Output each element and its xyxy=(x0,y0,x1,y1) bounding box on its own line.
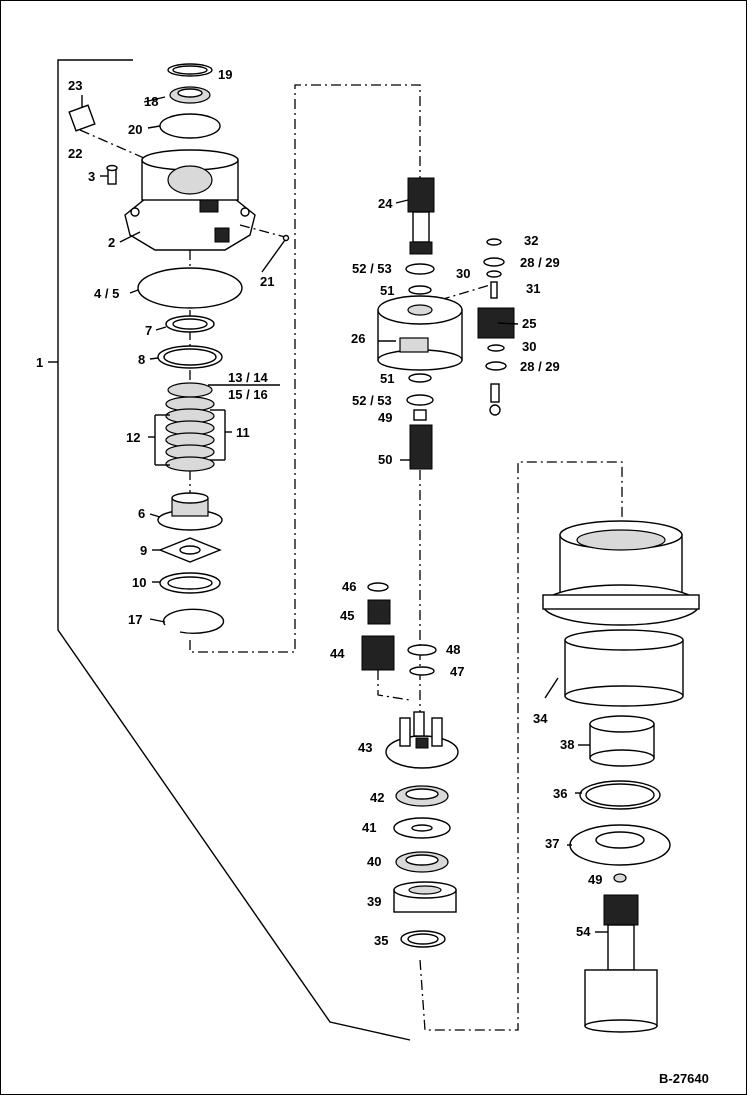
callout-21: 21 xyxy=(260,274,274,289)
ring-35 xyxy=(400,930,446,948)
plate-22 xyxy=(68,95,96,132)
ring-52-53b xyxy=(406,394,434,406)
washer-49a xyxy=(413,409,427,421)
callout-9: 9 xyxy=(140,543,147,558)
leader-lines xyxy=(100,96,608,933)
callout-32: 32 xyxy=(524,233,538,248)
plate-37 xyxy=(569,824,671,866)
callout-45: 45 xyxy=(340,608,354,623)
shaft-24 xyxy=(407,177,435,255)
drawing-number: B-27640 xyxy=(659,1071,709,1086)
ring-8 xyxy=(157,345,223,369)
callout-12: 12 xyxy=(126,430,140,445)
callout-11: 11 xyxy=(236,425,250,440)
callout-26: 26 xyxy=(351,331,365,346)
callout-36: 36 xyxy=(553,786,567,801)
callout-25: 25 xyxy=(522,316,536,331)
callout-15-16: 15 / 16 xyxy=(228,387,268,402)
callout-49-a: 49 xyxy=(378,410,392,425)
callout-34: 34 xyxy=(533,711,548,726)
bearing-38 xyxy=(589,715,655,767)
ring-51b xyxy=(408,373,432,383)
seal-18 xyxy=(169,86,211,104)
callout-31: 31 xyxy=(526,281,540,296)
callout-4-5: 4 / 5 xyxy=(94,286,119,301)
callout-13-14: 13 / 14 xyxy=(228,370,269,385)
callout-52-53-a: 52 / 53 xyxy=(352,261,392,276)
callout-41: 41 xyxy=(362,820,376,835)
ring-7 xyxy=(165,315,215,333)
disc-stack-11-16 xyxy=(154,382,280,472)
callout-17: 17 xyxy=(128,612,142,627)
ring-51a xyxy=(408,285,432,295)
callout-30-a: 30 xyxy=(456,266,470,281)
callout-40: 40 xyxy=(367,854,381,869)
callout-30-b: 30 xyxy=(522,339,536,354)
callout-49-b: 49 xyxy=(588,872,602,887)
callout-23: 23 xyxy=(68,78,82,93)
callout-28-29-a: 28 / 29 xyxy=(520,255,560,270)
ring-52-53a xyxy=(405,263,435,275)
callout-7: 7 xyxy=(145,323,152,338)
callout-42: 42 xyxy=(370,790,384,805)
bearing-42 xyxy=(395,785,449,807)
parts-44-48 xyxy=(361,582,437,676)
callout-24: 24 xyxy=(378,196,393,211)
callout-labels: 1 2 3 4 / 5 6 7 8 9 10 11 12 13 / 14 15 … xyxy=(36,67,602,948)
item-1-bracket xyxy=(48,59,411,1041)
spring-9 xyxy=(158,537,222,563)
carrier-43 xyxy=(385,711,459,769)
callout-6: 6 xyxy=(138,506,145,521)
callout-50: 50 xyxy=(378,452,392,467)
callout-22: 22 xyxy=(68,146,82,161)
snap-ring-17 xyxy=(162,608,225,634)
callout-19: 19 xyxy=(218,67,232,82)
callout-37: 37 xyxy=(545,836,559,851)
callout-52-53-b: 52 / 53 xyxy=(352,393,392,408)
callout-3: 3 xyxy=(88,169,95,184)
callout-35: 35 xyxy=(374,933,388,948)
washer-49b xyxy=(613,873,627,883)
callout-8: 8 xyxy=(138,352,145,367)
callout-10: 10 xyxy=(132,575,146,590)
callout-51-a: 51 xyxy=(380,283,394,298)
callout-47: 47 xyxy=(450,664,464,679)
callout-54: 54 xyxy=(576,924,591,939)
callout-39: 39 xyxy=(367,894,381,909)
housing-2 xyxy=(124,149,290,251)
carrier-26 xyxy=(377,295,463,371)
callout-43: 43 xyxy=(358,740,372,755)
pinion-shaft-54 xyxy=(584,894,658,1033)
ring-gear-housing-34 xyxy=(542,520,700,707)
piston-6 xyxy=(157,492,223,531)
gasket-4-5 xyxy=(137,267,243,309)
ring-19 xyxy=(167,63,213,77)
plate-20 xyxy=(159,113,221,139)
callout-1: 1 xyxy=(36,355,43,370)
ring-10 xyxy=(159,572,221,594)
callout-44: 44 xyxy=(330,646,345,661)
bolt-3 xyxy=(106,164,118,185)
callout-18: 18 xyxy=(144,94,158,109)
callout-20: 20 xyxy=(128,122,142,137)
callout-28-29-b: 28 / 29 xyxy=(520,359,560,374)
callout-46: 46 xyxy=(342,579,356,594)
shaft-50 xyxy=(409,424,433,470)
callout-48: 48 xyxy=(446,642,460,657)
bearing-40 xyxy=(395,851,449,873)
callout-38: 38 xyxy=(560,737,574,752)
parts-28-32 xyxy=(477,238,515,416)
ring-41 xyxy=(393,817,451,839)
bearing-39 xyxy=(393,881,457,913)
ring-36 xyxy=(579,780,661,810)
callout-51-b: 51 xyxy=(380,371,394,386)
callout-2: 2 xyxy=(108,235,115,250)
